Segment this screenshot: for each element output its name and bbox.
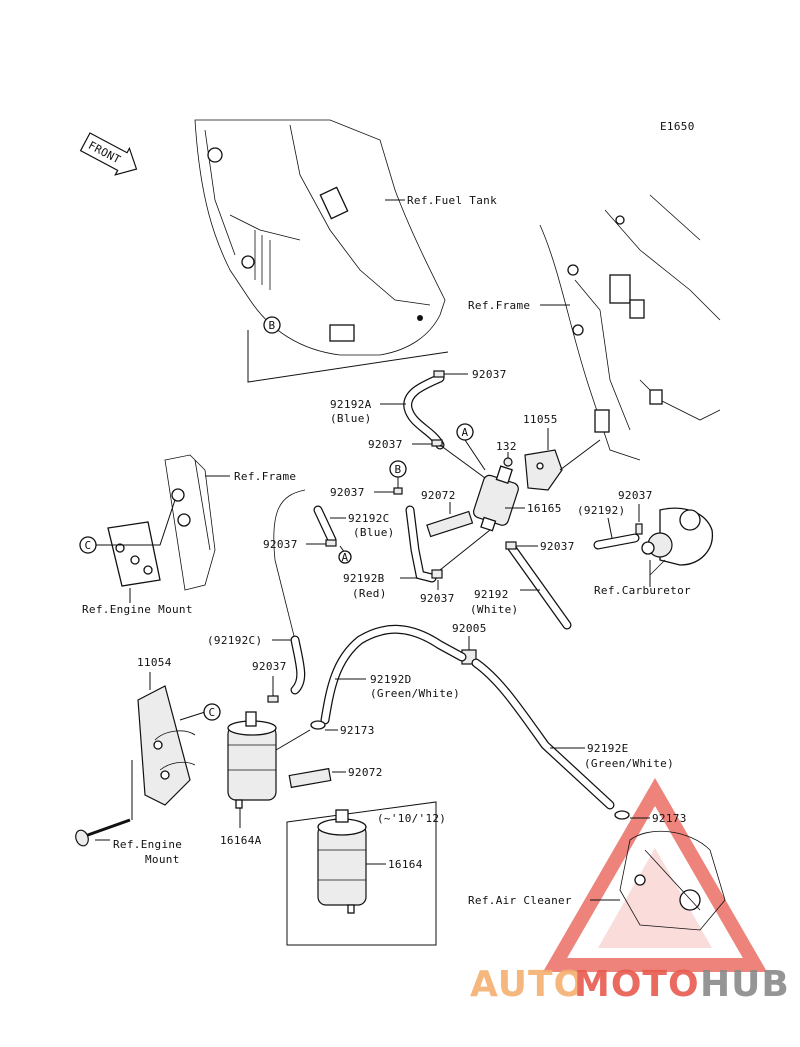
label-ref-air-cleaner: Ref.Air Cleaner <box>468 894 572 907</box>
label-92192D: 92192D <box>370 673 412 686</box>
fuel-tank-illustration <box>194 119 446 356</box>
callout-c-left: C <box>85 539 92 552</box>
label-92173-a: 92173 <box>340 724 375 737</box>
clamp-92037-e <box>505 541 517 550</box>
label-92037-b: 92037 <box>368 438 403 451</box>
label-92192-paren: (92192) <box>577 504 625 517</box>
diagram-code: E1650 <box>660 120 695 133</box>
label-92037-e: 92037 <box>540 540 575 553</box>
label-ref-fuel-tank: Ref.Fuel Tank <box>407 194 497 207</box>
label-year-note: (~'10/'12) <box>377 812 446 825</box>
engine-mount-bolt <box>75 818 131 847</box>
watermark-auto: AUTO <box>470 964 585 1005</box>
label-16164: 16164 <box>388 858 423 871</box>
label-ref-frame-right: Ref.Frame <box>468 299 530 312</box>
label-92192B: 92192B <box>343 572 385 585</box>
label-92192D-color: (Green/White) <box>370 687 460 700</box>
label-ref-carburetor: Ref.Carburetor <box>594 584 691 597</box>
carburetor-illustration <box>641 507 713 576</box>
label-92173-b: 92173 <box>652 812 687 825</box>
label-92192C: 92192C <box>348 512 390 525</box>
clamp-92037-c <box>393 487 403 495</box>
frame-left-illustration <box>107 454 216 591</box>
watermark-logo <box>542 778 768 972</box>
callout-b-mid: B <box>395 463 402 476</box>
band-92072-lower <box>288 767 332 789</box>
label-11055: 11055 <box>523 413 558 426</box>
label-92192C-paren: (92192C) <box>207 634 262 647</box>
inset-16164 <box>286 801 437 946</box>
label-92037-g: 92037 <box>420 592 455 605</box>
label-92037-a: 92037 <box>472 368 507 381</box>
label-92192E: 92192E <box>587 742 629 755</box>
air-cleaner-illustration <box>619 830 726 931</box>
callout-b-top: B <box>269 319 276 332</box>
label-92192C-color: (Blue) <box>353 526 395 539</box>
label-92072-a: 92072 <box>421 489 456 502</box>
label-ref-engine-mount-top: Ref.Engine Mount <box>82 603 193 616</box>
bolt-132 <box>503 457 513 467</box>
canister-16164A <box>227 711 277 809</box>
clamp-92037-d <box>325 539 337 547</box>
watermark-moto: MOTO <box>574 964 700 1005</box>
label-92072-b: 92072 <box>348 766 383 779</box>
label-92037-c: 92037 <box>330 486 365 499</box>
clip-92173-a <box>310 720 326 730</box>
label-ref-engine-bottom-1: Ref.Engine <box>113 838 182 851</box>
label-92192A-color: (Blue) <box>330 412 372 425</box>
label-92192A: 92192A <box>330 398 372 411</box>
label-92192-color: (White) <box>470 603 518 616</box>
label-92192E-color: (Green/White) <box>584 757 674 770</box>
band-92072-upper <box>426 510 474 538</box>
callout-a-top: A <box>462 426 469 439</box>
label-92192B-color: (Red) <box>352 587 387 600</box>
label-92192: 92192 <box>474 588 509 601</box>
label-16165: 16165 <box>527 502 562 515</box>
clamp-92037-f <box>635 523 643 535</box>
label-ref-engine-bottom-2: Mount <box>145 853 180 866</box>
clip-92173-b <box>614 810 630 820</box>
label-16164A: 16164A <box>220 834 262 847</box>
label-92037-d: 92037 <box>263 538 298 551</box>
label-132: 132 <box>496 440 517 453</box>
clamp-92037-a <box>433 370 445 378</box>
watermark-text: AUTO MOTO HUB <box>470 964 790 1005</box>
label-92037-h: 92037 <box>252 660 287 673</box>
frame-right-illustration <box>539 194 721 461</box>
label-92037-f: 92037 <box>618 489 653 502</box>
clamp-92037-h <box>267 695 279 703</box>
bracket-11054 <box>137 685 196 806</box>
bracket-11055 <box>524 449 563 491</box>
front-arrow-icon: FRONT <box>79 132 138 176</box>
clamp-92037-b <box>431 439 443 447</box>
watermark-hub: HUB <box>700 964 790 1005</box>
callout-a-mid: A <box>342 551 349 564</box>
callout-c-bottom: C <box>209 706 216 719</box>
label-ref-frame-left: Ref.Frame <box>234 470 296 483</box>
clamp-92037-g <box>431 569 443 579</box>
fuel-filter-16165 <box>472 465 519 532</box>
label-92005: 92005 <box>452 622 487 635</box>
label-11054: 11054 <box>137 656 172 669</box>
